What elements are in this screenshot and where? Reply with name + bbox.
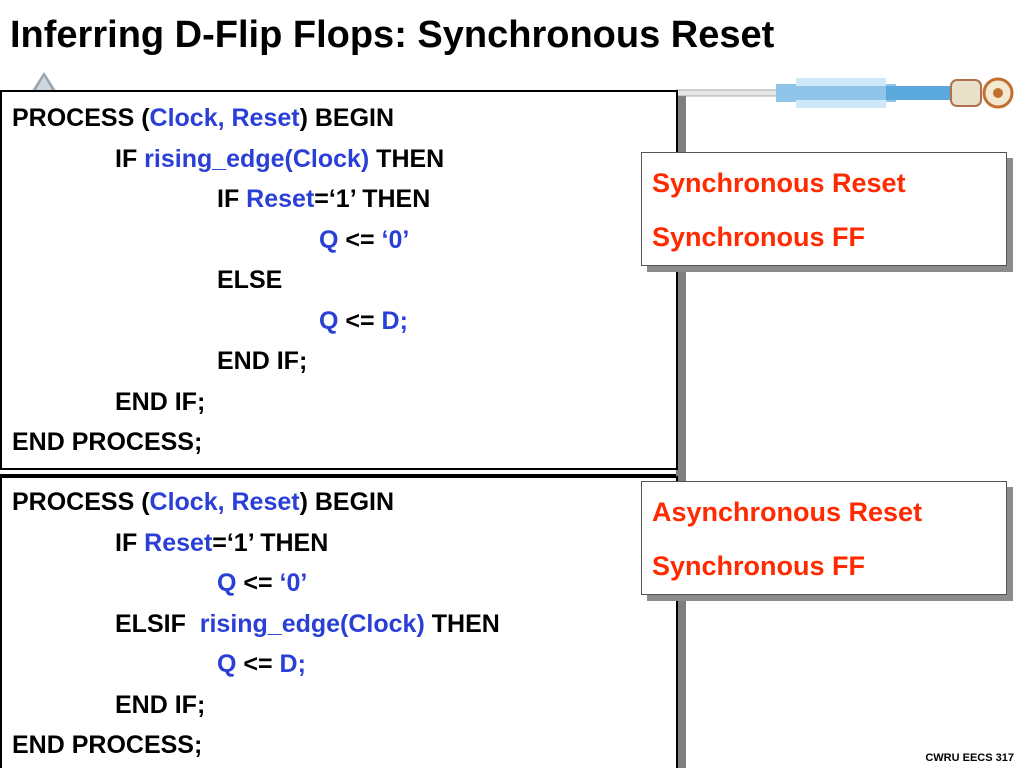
code-operator: <= bbox=[236, 569, 280, 597]
code-operator: <= bbox=[236, 650, 280, 678]
note-line: Synchronous FF bbox=[652, 551, 866, 581]
async-reset-note: Asynchronous Reset Synchronous FF bbox=[641, 481, 1007, 595]
code-signal: Q bbox=[217, 569, 237, 597]
code-keyword: =‘1’ THEN bbox=[212, 528, 329, 557]
code-line: Q <= ‘0’ bbox=[12, 563, 676, 604]
code-line: Q <= D; bbox=[12, 301, 676, 342]
code-signal: Clock, Reset bbox=[149, 104, 300, 132]
code-line: ELSIF rising_edge(Clock) THEN bbox=[12, 604, 676, 645]
code-panel-shadow bbox=[676, 96, 686, 768]
code-keyword: =‘1’ THEN bbox=[314, 185, 431, 213]
code-keyword: END IF; bbox=[217, 347, 308, 375]
footer-label: CWRU EECS 317 bbox=[925, 752, 1014, 764]
code-line: Q <= ‘0’ bbox=[12, 220, 676, 261]
code-keyword: END PROCESS; bbox=[12, 428, 203, 456]
code-signal: D; bbox=[279, 650, 306, 678]
code-keyword: END PROCESS; bbox=[12, 731, 203, 759]
code-signal: ‘0’ bbox=[279, 569, 308, 597]
code-keyword: IF bbox=[115, 528, 145, 557]
code-signal: ‘0’ bbox=[381, 225, 410, 254]
code-keyword: ELSE bbox=[217, 266, 283, 294]
code-operator: <= bbox=[338, 225, 382, 254]
code-line: Q <= D; bbox=[12, 644, 676, 685]
code-signal: D; bbox=[381, 306, 408, 335]
code-line: END IF; bbox=[12, 341, 676, 382]
code-signal: Clock, Reset bbox=[149, 488, 300, 516]
code-signal: rising_edge(Clock) bbox=[144, 144, 370, 173]
divider bbox=[0, 474, 676, 476]
code-signal: Reset bbox=[144, 528, 213, 557]
code-keyword: PROCESS ( bbox=[12, 488, 150, 516]
code-keyword: IF bbox=[115, 144, 145, 173]
code-line: END PROCESS; bbox=[12, 422, 676, 463]
async-reset-code-block: PROCESS (Clock, Reset) BEGIN IF Reset=‘1… bbox=[0, 476, 678, 768]
code-line: IF Reset=‘1’ THEN bbox=[12, 179, 676, 220]
code-line: END PROCESS; bbox=[12, 725, 676, 766]
code-keyword: ELSIF bbox=[115, 609, 200, 638]
triangle-icon bbox=[30, 72, 58, 94]
note-line: Asynchronous Reset bbox=[652, 497, 923, 527]
code-line: IF Reset=‘1’ THEN bbox=[12, 523, 676, 564]
code-keyword: END IF; bbox=[115, 387, 206, 416]
code-line: END IF; bbox=[12, 382, 676, 423]
code-keyword: THEN bbox=[369, 144, 445, 173]
sync-reset-code-block: PROCESS (Clock, Reset) BEGIN IF rising_e… bbox=[0, 90, 678, 470]
code-keyword: THEN bbox=[424, 609, 500, 638]
code-signal: Reset bbox=[246, 185, 315, 213]
code-signal: rising_edge(Clock) bbox=[199, 609, 425, 638]
code-operator: <= bbox=[338, 306, 382, 335]
code-line: IF rising_edge(Clock) THEN bbox=[12, 139, 676, 180]
sync-reset-note: Synchronous Reset Synchronous FF bbox=[641, 152, 1007, 266]
code-keyword: ) BEGIN bbox=[299, 104, 395, 132]
code-line: ELSE bbox=[12, 260, 676, 301]
slide-title: Inferring D-Flip Flops: Synchronous Rese… bbox=[10, 14, 775, 56]
code-signal: Q bbox=[217, 650, 237, 678]
note-line: Synchronous FF bbox=[652, 222, 866, 252]
code-signal: Q bbox=[319, 306, 339, 335]
code-keyword: END IF; bbox=[115, 690, 206, 719]
code-signal: Q bbox=[319, 225, 339, 254]
code-keyword: PROCESS ( bbox=[12, 104, 150, 132]
code-keyword: ) BEGIN bbox=[299, 488, 395, 516]
code-keyword: IF bbox=[217, 185, 247, 213]
note-line: Synchronous Reset bbox=[652, 168, 906, 198]
code-line: PROCESS (Clock, Reset) BEGIN bbox=[12, 98, 676, 139]
code-line: END IF; bbox=[12, 685, 676, 726]
spaceship-icon bbox=[676, 77, 1014, 109]
code-line: PROCESS (Clock, Reset) BEGIN bbox=[12, 482, 676, 523]
